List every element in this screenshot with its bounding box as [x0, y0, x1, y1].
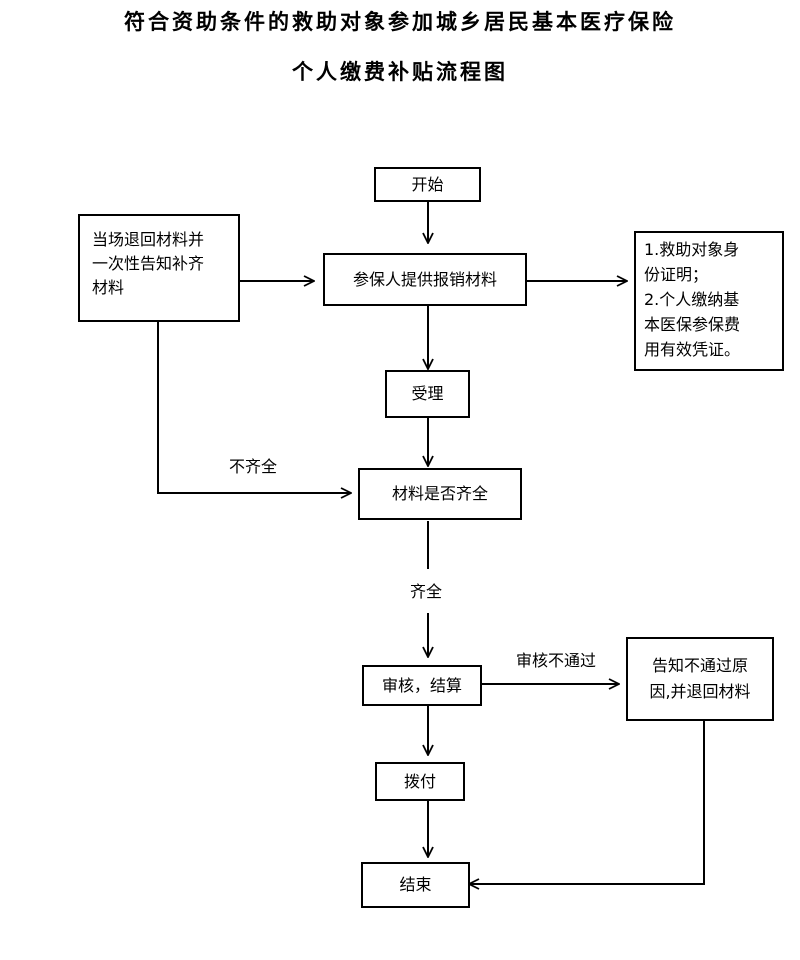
node-return-line-2: 一次性告知补齐 [92, 254, 205, 273]
node-materials-line-5: 用有效凭证。 [644, 340, 741, 359]
node-submit: 参保人提供报销材料 [323, 253, 527, 306]
node-materials-line-2: 份证明； [644, 265, 709, 284]
node-return-line-1: 当场退回材料并 [92, 230, 205, 249]
node-accept: 受理 [385, 370, 470, 418]
node-check: 材料是否齐全 [358, 468, 522, 520]
page-title: 符合资助条件的救助对象参加城乡居民基本医疗保险 [124, 9, 676, 34]
edge-label-incomplete: 不齐全 [229, 457, 278, 476]
node-return: 当场退回材料并 一次性告知补齐 材料 [78, 214, 240, 322]
node-materials: 1.救助对象身 份证明； 2.个人缴纳基 本医保参保费 用有效凭证。 [634, 231, 784, 371]
edge-label-complete: 齐全 [410, 582, 443, 601]
node-notify-line-2: 因,并退回材料 [649, 682, 751, 701]
node-return-line-3: 材料 [92, 278, 125, 297]
edge-label-fail: 审核不通过 [516, 651, 597, 670]
node-start: 开始 [374, 167, 481, 202]
node-review: 审核，结算 [362, 665, 482, 706]
node-materials-line-3: 2.个人缴纳基 [644, 290, 740, 309]
node-notify: 告知不通过原 因,并退回材料 [626, 637, 774, 721]
node-materials-line-1: 1.救助对象身 [644, 240, 740, 259]
arrow-notify-to-end [469, 720, 705, 884]
page-subtitle: 个人缴费补贴流程图 [292, 59, 508, 84]
arrow-return-to-check [157, 322, 351, 493]
node-materials-line-4: 本医保参保费 [644, 315, 741, 334]
node-notify-line-1: 告知不通过原 [651, 656, 748, 675]
node-end: 结束 [361, 862, 470, 908]
node-pay: 拨付 [375, 762, 465, 801]
